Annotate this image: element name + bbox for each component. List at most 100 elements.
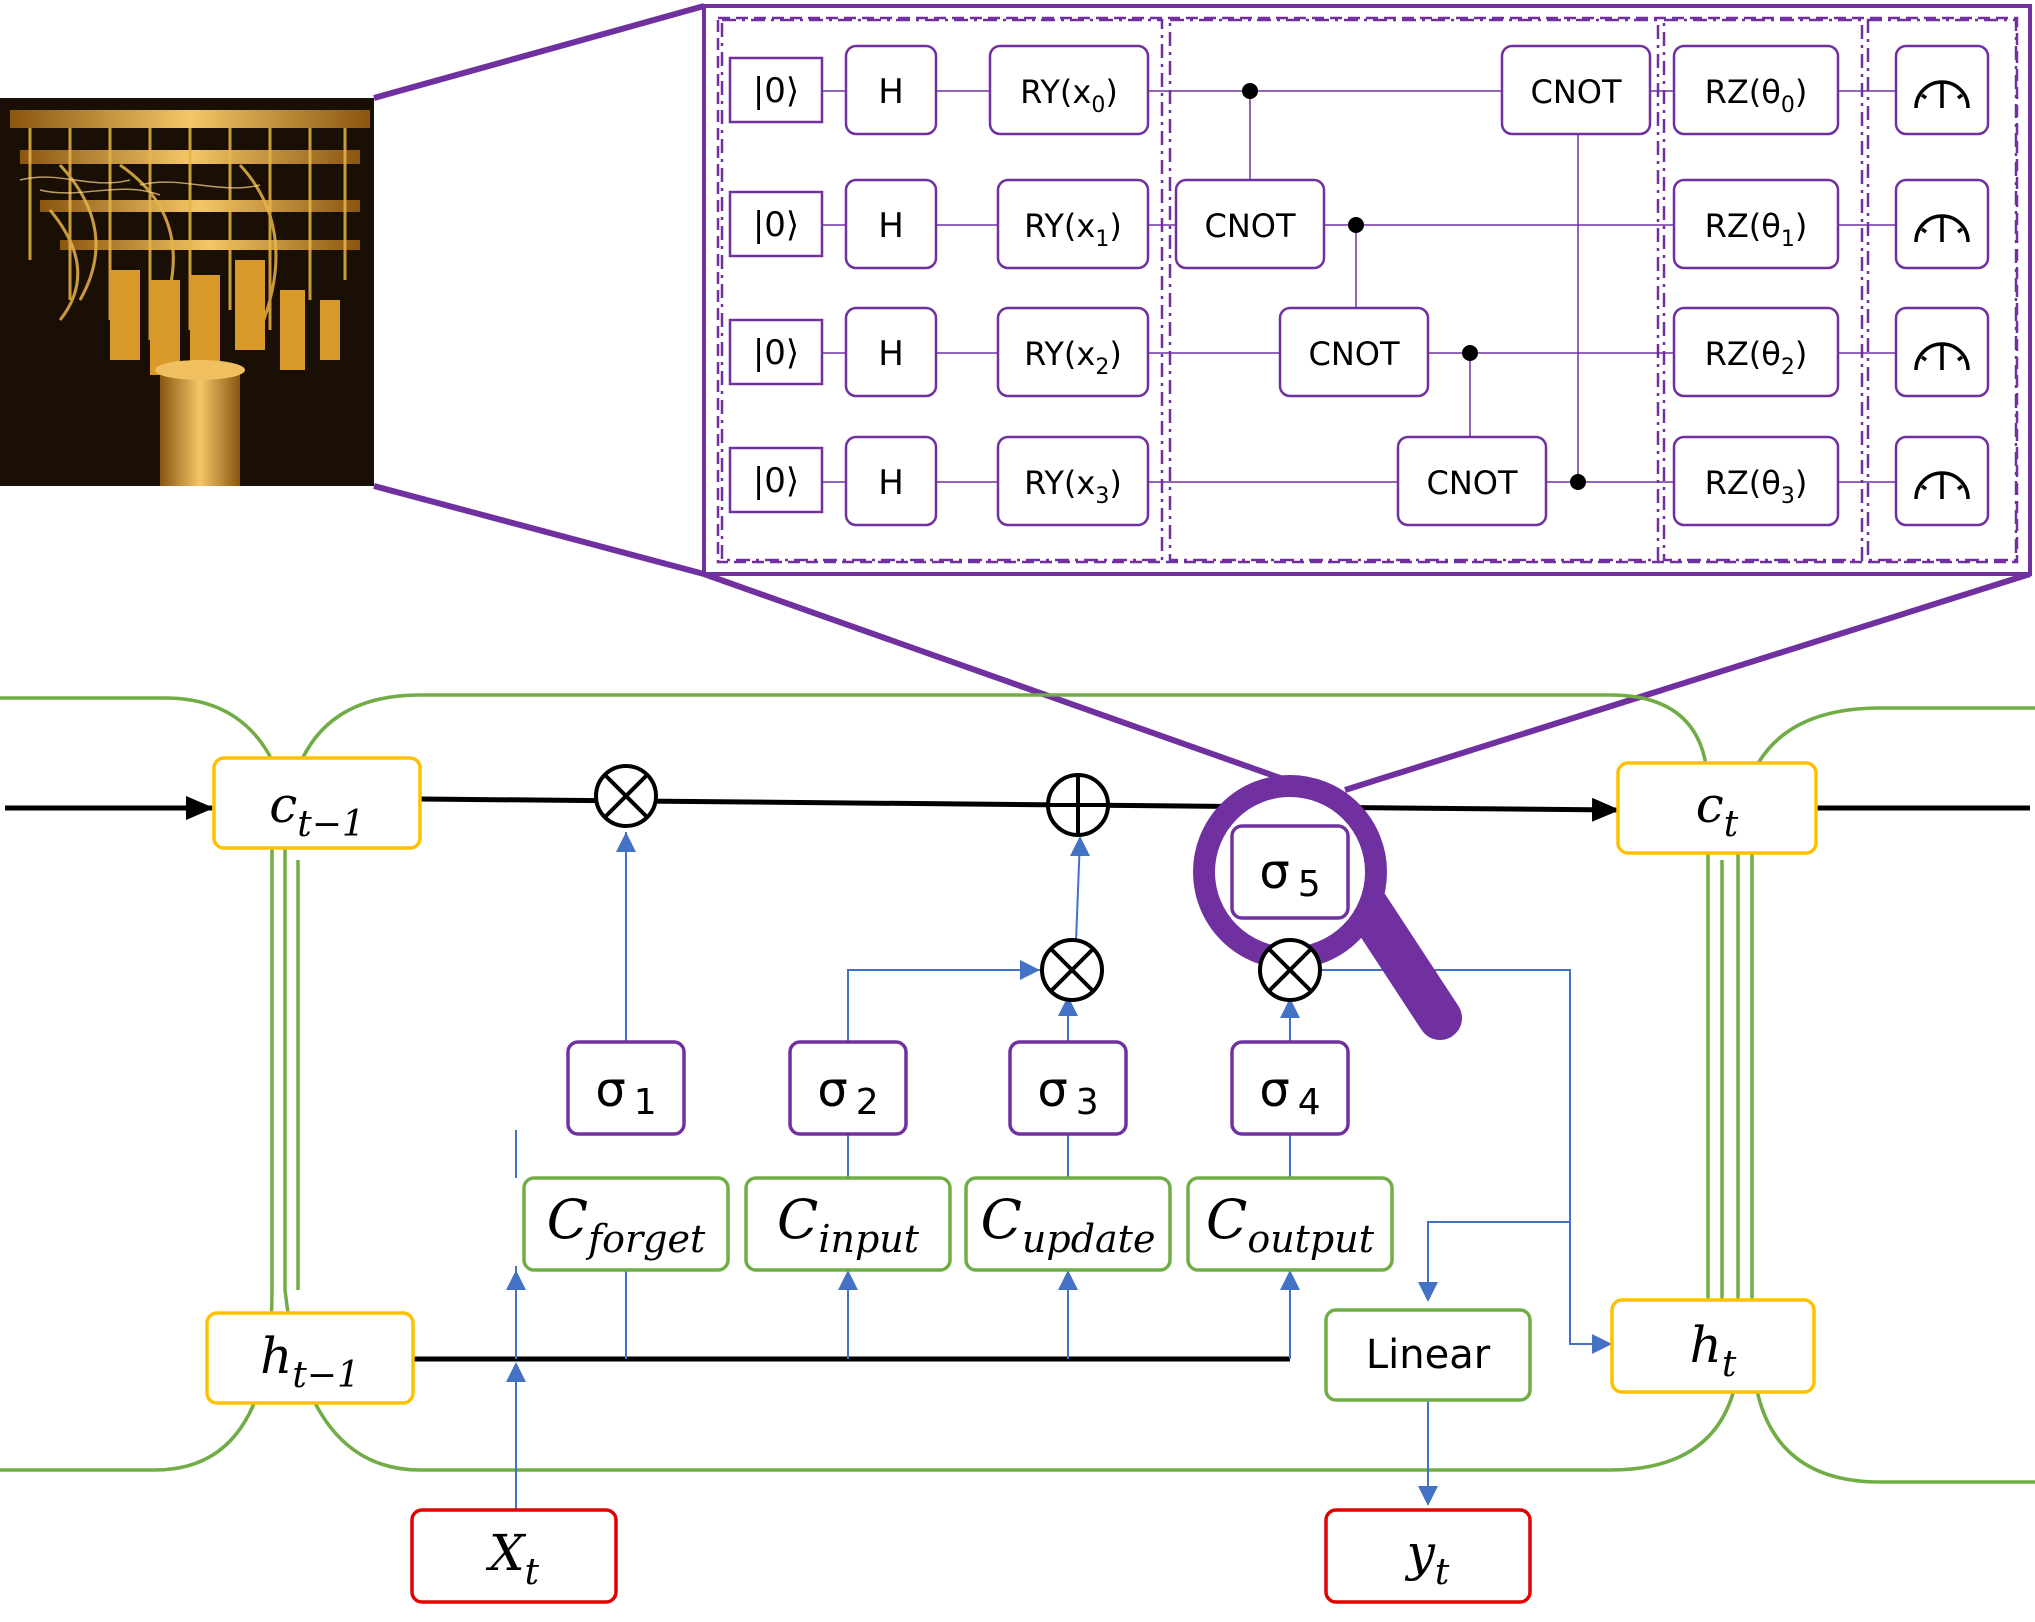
init-state-label: |0⟩: [753, 461, 799, 501]
ry-gate-subscript: 3: [1095, 484, 1109, 509]
svg-text:Cupdate: Cupdate: [981, 1188, 1156, 1261]
ry-gate-text: RY(x: [1024, 207, 1095, 245]
ry-gate-close: ): [1109, 207, 1121, 245]
h-prev-box: ht−1: [205, 1311, 415, 1405]
forget-multiply-op: [594, 764, 658, 828]
rz-gate-subscript: 2: [1781, 355, 1795, 380]
h-prev-base: h: [260, 1327, 292, 1385]
h-gate-0: [844, 44, 938, 136]
measurement-gates: [1894, 44, 1990, 527]
y-output-box: yt: [1324, 1508, 1532, 1604]
c-next-sub: t: [1724, 804, 1739, 845]
sigma-2-sub: 2: [856, 1082, 879, 1123]
cnot-label: CNOT: [1530, 73, 1621, 111]
cnot-gate-2-3: [1396, 435, 1548, 527]
measure-gate-2: [1894, 306, 1990, 398]
x-input-box: Xt: [410, 1508, 618, 1604]
sigma-5-base: σ: [1259, 844, 1289, 900]
h-gate-2: [844, 306, 938, 398]
ry-gate-text: RY(x: [1024, 335, 1095, 373]
h-gate-label: H: [878, 206, 904, 246]
rz-rotation-gates: RZ(θ0) RZ(θ1) RZ(θ2) RZ(θ3): [1672, 44, 1840, 527]
cnot-gate-3-0: [1500, 44, 1652, 136]
c-prev-base: c: [269, 776, 297, 834]
ry-gate-text: RY(x: [1024, 464, 1095, 502]
measure-gate-0: [1894, 44, 1990, 136]
sigma-1-sub: 1: [634, 1082, 657, 1123]
quantum-circuit-panel: |0⟩ |0⟩ |0⟩ |0⟩ H H H H: [702, 4, 2032, 576]
svg-text:RZ(θ0): RZ(θ0): [1705, 73, 1808, 118]
svg-text:Xt: Xt: [485, 1524, 540, 1593]
ry-gate-close: ): [1109, 464, 1121, 502]
qubit-init-2: |0⟩: [728, 318, 824, 386]
vqc-input-sub: input: [818, 1217, 919, 1261]
zoom-lines: [373, 3, 2031, 793]
svg-text:RZ(θ1): RZ(θ1): [1705, 207, 1808, 252]
svg-text:RY(x1): RY(x1): [1024, 207, 1122, 252]
svg-text:σ4: σ4: [1259, 1062, 1320, 1123]
meter-icon: [1914, 342, 1970, 371]
cell-add-op: [1046, 773, 1110, 837]
vqc-update-base: C: [981, 1188, 1022, 1251]
h-gate-label: H: [878, 463, 904, 503]
ry-gate-text: RY(x: [1020, 73, 1091, 111]
svg-text:σ5: σ5: [1259, 844, 1320, 905]
rz-gate-3: RZ(θ3): [1672, 435, 1840, 527]
rz-gate-subscript: 1: [1781, 227, 1795, 252]
h-gate-label: H: [878, 72, 904, 112]
ry-gate-subscript: 0: [1091, 93, 1105, 118]
c-prev-sub: t−1: [297, 804, 365, 845]
vqc-update-sub: update: [1022, 1217, 1156, 1261]
ry-gate-subscript: 1: [1095, 227, 1109, 252]
svg-text:σ2: σ2: [817, 1062, 878, 1123]
svg-text:ht−1: ht−1: [260, 1327, 360, 1396]
cnot-label: CNOT: [1426, 464, 1517, 502]
hadamard-gates: H H H H: [844, 44, 938, 527]
input-multiply-op: [1040, 938, 1104, 1002]
vqc-output-base: C: [1206, 1188, 1247, 1251]
sigma-1-base: σ: [595, 1062, 625, 1118]
lstm-cell: ct−1 ct ht−1 ht Xt yt Linear: [0, 693, 2035, 1604]
h-gate-1: [844, 178, 938, 270]
rz-gate-close: ): [1795, 335, 1807, 373]
rz-gate-close: ): [1795, 73, 1807, 111]
cnot-gates: CNOT CNOT CNOT CNOT: [1174, 44, 1652, 527]
c-next-box: ct: [1616, 761, 1818, 855]
svg-text:Cforget: Cforget: [547, 1188, 706, 1261]
rz-gate-close: ): [1795, 207, 1807, 245]
vqc-forget-base: C: [547, 1188, 588, 1251]
h-next-sub: t: [1722, 1344, 1737, 1385]
c-prev-box: ct−1: [212, 756, 422, 850]
svg-text:σ1: σ1: [595, 1062, 656, 1123]
h-next-box: ht: [1610, 1298, 1816, 1394]
meter-icon: [1914, 471, 1970, 500]
h-prev-sub: t−1: [292, 1355, 360, 1396]
sigma-3-base: σ: [1037, 1062, 1067, 1118]
qubit-init-1: |0⟩: [728, 190, 824, 258]
c-next-base: c: [1696, 776, 1724, 834]
rz-gate-text: RZ(θ: [1705, 335, 1781, 373]
rz-gate-text: RZ(θ: [1705, 73, 1781, 111]
svg-text:ct: ct: [1696, 776, 1739, 845]
qubit-init-3: |0⟩: [728, 446, 824, 514]
vqc-update-box: Cupdate: [964, 1176, 1172, 1272]
svg-text:Coutput: Coutput: [1206, 1188, 1375, 1261]
sigma-5-sub: 5: [1298, 864, 1321, 905]
svg-text:RY(x2): RY(x2): [1024, 335, 1122, 380]
rz-gate-1: RZ(θ1): [1672, 178, 1840, 270]
ry-gate-subscript: 2: [1095, 355, 1109, 380]
rz-gate-text: RZ(θ: [1705, 207, 1781, 245]
svg-text:ht: ht: [1690, 1316, 1737, 1385]
init-state-label: |0⟩: [753, 333, 799, 373]
sigma-3-sub: 3: [1076, 1082, 1099, 1123]
vqc-output-sub: output: [1247, 1217, 1374, 1261]
ry-encoding-gates: RY(x0) RY(x1) RY(x2) RY(x3): [988, 44, 1150, 527]
init-state-label: |0⟩: [753, 205, 799, 245]
h-next-base: h: [1690, 1316, 1722, 1374]
qubit-init-states: |0⟩ |0⟩ |0⟩ |0⟩: [728, 56, 824, 514]
